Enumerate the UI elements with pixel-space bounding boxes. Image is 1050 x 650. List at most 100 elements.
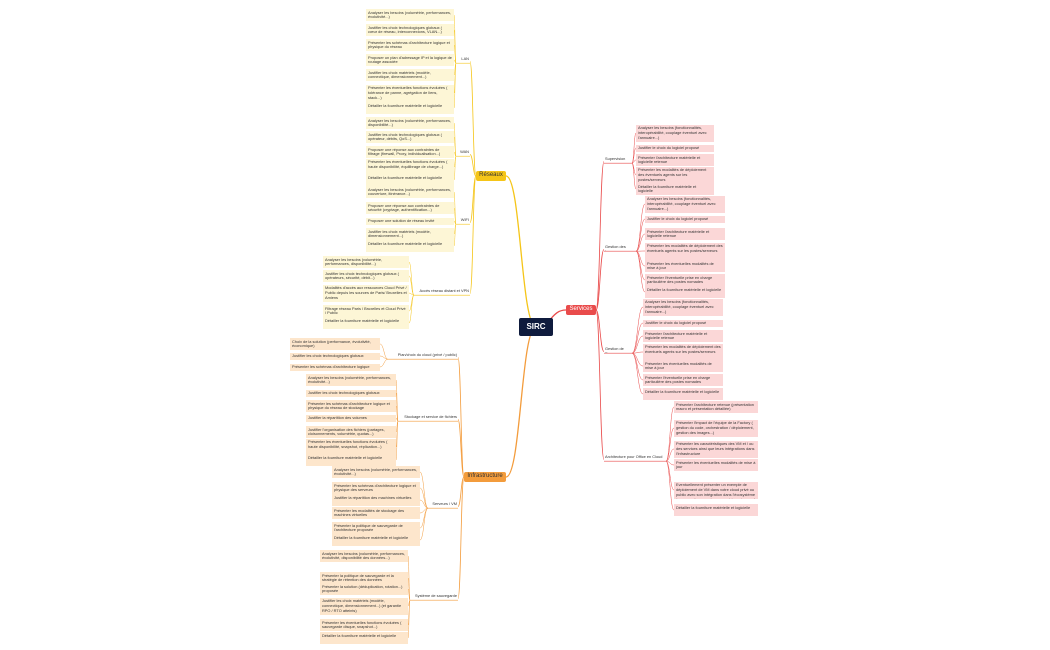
leaf-node[interactable]: Analyser les besoins (volumétrie, perfor… — [320, 550, 408, 562]
connector-leaf — [453, 62, 457, 109]
leaf-node[interactable]: Détailler la fourniture matérielle et lo… — [323, 317, 409, 329]
leaf-node[interactable]: Analyser les besoins (volumétrie, perfor… — [323, 256, 409, 268]
leaf-node[interactable]: Présenter les schémas d'architecture log… — [290, 363, 380, 371]
leaf-node[interactable]: Détailler la fourniture matérielle et lo… — [366, 102, 454, 114]
leaf-node[interactable]: Présenter les schémas d'architecture log… — [306, 400, 396, 412]
subtopic-node[interactable]: WAN — [460, 150, 469, 154]
connector-leaf — [631, 335, 644, 354]
leaf-node[interactable]: Présenter les modalités de stockage des … — [332, 507, 420, 519]
leaf-node[interactable]: Choix de la solution (performance, évolu… — [290, 338, 380, 350]
leaf-node[interactable]: Justifier le choix du logiciel proposé — [645, 215, 725, 223]
subtopic-node[interactable]: Supervision — [605, 157, 626, 161]
leaf-node[interactable]: Détailler la fourniture matérielle et lo… — [674, 504, 758, 516]
leaf-node[interactable]: Justifier les choix technologiques globa… — [306, 389, 396, 397]
subtopic-node[interactable]: Plan/choix du cloud (privé / public) — [397, 353, 457, 357]
branch-node-1[interactable]: Services — [566, 305, 596, 315]
connector-leaf — [453, 207, 457, 225]
leaf-node[interactable]: Justifier le choix du logiciel proposé — [643, 319, 723, 327]
leaf-node[interactable]: Proposer une solution de réseau invité — [366, 217, 454, 225]
leaf-node[interactable]: Présenter les schémas d'architecture log… — [332, 482, 420, 494]
leaf-node[interactable]: Présenter les éventuelles modalités de m… — [645, 260, 725, 272]
leaf-node[interactable]: Présenter la politique de sauvegarde de … — [332, 522, 420, 534]
leaf-node[interactable]: Présenter l'architecture matérielle et l… — [636, 154, 714, 166]
subtopic-node[interactable]: Gestion de Parc — [605, 347, 624, 353]
connector-sub-2-2 — [457, 476, 465, 507]
leaf-node[interactable]: Présenter les éventuelles fonctions évol… — [366, 84, 454, 102]
leaf-node[interactable]: Présenter les éventuelles fonctions évol… — [320, 619, 408, 631]
leaf-node[interactable]: Détailler la fourniture matérielle et lo… — [643, 388, 723, 400]
leaf-node[interactable]: Justifier le choix du logiciel proposé — [636, 144, 714, 152]
leaf-node[interactable]: Proposer une réponse aux contraintes de … — [366, 202, 454, 214]
subtopic-node[interactable]: Stockage et service de fichiers — [404, 415, 457, 419]
leaf-node[interactable]: Détailler la fourniture matérielle et lo… — [306, 454, 396, 466]
connector-leaf — [635, 218, 646, 252]
leaf-node[interactable]: Détailler la fourniture matérielle et lo… — [366, 174, 454, 186]
leaf-node[interactable]: Présenter les modalités de déploiement d… — [643, 343, 723, 361]
leaf-node[interactable]: Présenter l'éventuelle prise en charge p… — [645, 274, 725, 286]
branch-node-0[interactable]: Réseaux — [476, 171, 506, 181]
leaf-node[interactable]: Analyser les besoins (fonctionnalités, i… — [636, 124, 714, 142]
leaf-node[interactable]: Présenter l'architecture retenue (présen… — [674, 401, 758, 413]
branch-node-2[interactable]: Infrastructure — [464, 472, 506, 482]
leaf-node[interactable]: Détailler la fourniture matérielle et lo… — [366, 240, 454, 252]
connector-root-0 — [505, 175, 537, 328]
leaf-node[interactable]: Présenter l'éventuelle prise en charge p… — [643, 374, 723, 386]
leaf-node[interactable]: Justifier les choix technologiques globa… — [290, 352, 380, 360]
leaf-node[interactable]: Justifier les choix technologiques globa… — [323, 270, 409, 282]
leaf-node[interactable]: Présenter l'architecture matérielle et l… — [645, 228, 725, 240]
connector-leaf — [453, 136, 457, 157]
leaf-node[interactable]: Justifier la répartition des machines vi… — [332, 494, 420, 506]
connector-sub-1-0 — [595, 161, 605, 311]
leaf-node[interactable]: Justifier les choix matériels (modèle, d… — [366, 228, 454, 240]
leaf-node[interactable]: Présenter les modalités de déploiement d… — [645, 242, 725, 260]
leaf-node[interactable]: Présenter l'architecture matérielle et l… — [643, 330, 723, 342]
leaf-node[interactable]: Analyser les besoins (volumétrie, perfor… — [332, 466, 420, 478]
leaf-node[interactable]: Analyser les besoins (fonctionnalités, i… — [643, 298, 723, 316]
subtopic-node[interactable]: Gestion des Logs — [605, 245, 626, 251]
leaf-node[interactable]: Présenter l'impact de l'équipe de la Fac… — [674, 419, 758, 437]
leaf-node[interactable]: Présenter les modalités de déploiement d… — [636, 166, 714, 184]
leaf-node[interactable]: Justifier l'organisation des fichiers (p… — [306, 426, 396, 438]
leaf-node[interactable]: Détailler la fourniture matérielle et lo… — [645, 286, 725, 298]
subtopic-node[interactable]: Accès réseau distant et VPN — [419, 289, 469, 293]
connector-sub-1-1 — [595, 249, 605, 311]
connector-sub-0-3 — [469, 175, 477, 294]
connector-root-2 — [505, 326, 537, 478]
leaf-node[interactable]: Justifier les choix technologiques globa… — [366, 131, 454, 143]
subtopic-node[interactable]: WIFI — [460, 218, 469, 222]
leaf-node[interactable]: Détailler la fourniture matérielle et lo… — [636, 183, 714, 195]
connector-leaf — [635, 233, 646, 252]
leaf-node[interactable]: Justifier la répartition des volumes — [306, 414, 396, 422]
subtopic-node[interactable]: Serveurs / VM — [432, 502, 457, 506]
leaf-node[interactable]: Détailler la fourniture matérielle et lo… — [320, 632, 408, 644]
leaf-node[interactable]: Présenter les éventuelles fonctions évol… — [366, 158, 454, 176]
leaf-node[interactable]: Présenter la politique de sauvegarde et … — [320, 572, 408, 584]
connector-leaf — [453, 155, 457, 181]
subtopic-node[interactable]: LAN — [461, 57, 469, 61]
leaf-node[interactable]: Analyser les besoins (volumétrie, perfor… — [366, 9, 454, 21]
leaf-node[interactable]: Présenter la solution (déduplication, ro… — [320, 583, 408, 595]
subtopic-node[interactable]: Architecture pour Office en Cloud — [605, 455, 663, 459]
connector-sub-2-0 — [457, 357, 465, 478]
leaf-node[interactable]: Justifier les choix matériels (modèle, c… — [366, 69, 454, 81]
leaf-node[interactable]: Proposer un plan d'adressage IP et la lo… — [366, 54, 454, 66]
leaf-node[interactable]: Présenter les éventuelles modalités de m… — [674, 459, 758, 471]
leaf-node[interactable]: Présenter les caractéristiques des VM et… — [674, 440, 758, 458]
leaf-node[interactable]: Proposer une réponse aux contraintes de … — [366, 146, 454, 158]
leaf-node[interactable]: Analyser les besoins (volumétrie, perfor… — [366, 186, 454, 198]
leaf-node[interactable]: Analyser les besoins (volumétrie, perfor… — [306, 374, 396, 386]
subtopic-node[interactable]: Système de sauvegarde — [415, 594, 457, 598]
connector-leaf — [631, 351, 644, 354]
leaf-node[interactable]: Justifier les choix matériels (modèle, c… — [320, 597, 408, 615]
leaf-node[interactable]: Eventuellement présenter un exemple de d… — [674, 481, 758, 499]
leaf-node[interactable]: Détailler la fourniture matérielle et lo… — [332, 534, 420, 546]
leaf-node[interactable]: Analyser les besoins (volumétrie, perfor… — [366, 117, 454, 129]
leaf-node[interactable]: Modalités d'accès aux ressources Cloud P… — [323, 284, 409, 302]
leaf-node[interactable]: Présenter les schémas d'architecture log… — [366, 39, 454, 51]
leaf-node[interactable]: Analyser les besoins (fonctionnalités, i… — [645, 195, 725, 213]
leaf-node[interactable]: Présenter les éventuelles fonctions évol… — [306, 438, 396, 456]
leaf-node[interactable]: Présenter les éventuelles modalités de m… — [643, 360, 723, 372]
leaf-node[interactable]: Justifier les choix technologiques globa… — [366, 24, 454, 36]
root-node[interactable]: SIRC — [519, 318, 553, 336]
leaf-node[interactable]: Filtrage réseau Paris / Bruxelles et Clo… — [323, 305, 409, 317]
